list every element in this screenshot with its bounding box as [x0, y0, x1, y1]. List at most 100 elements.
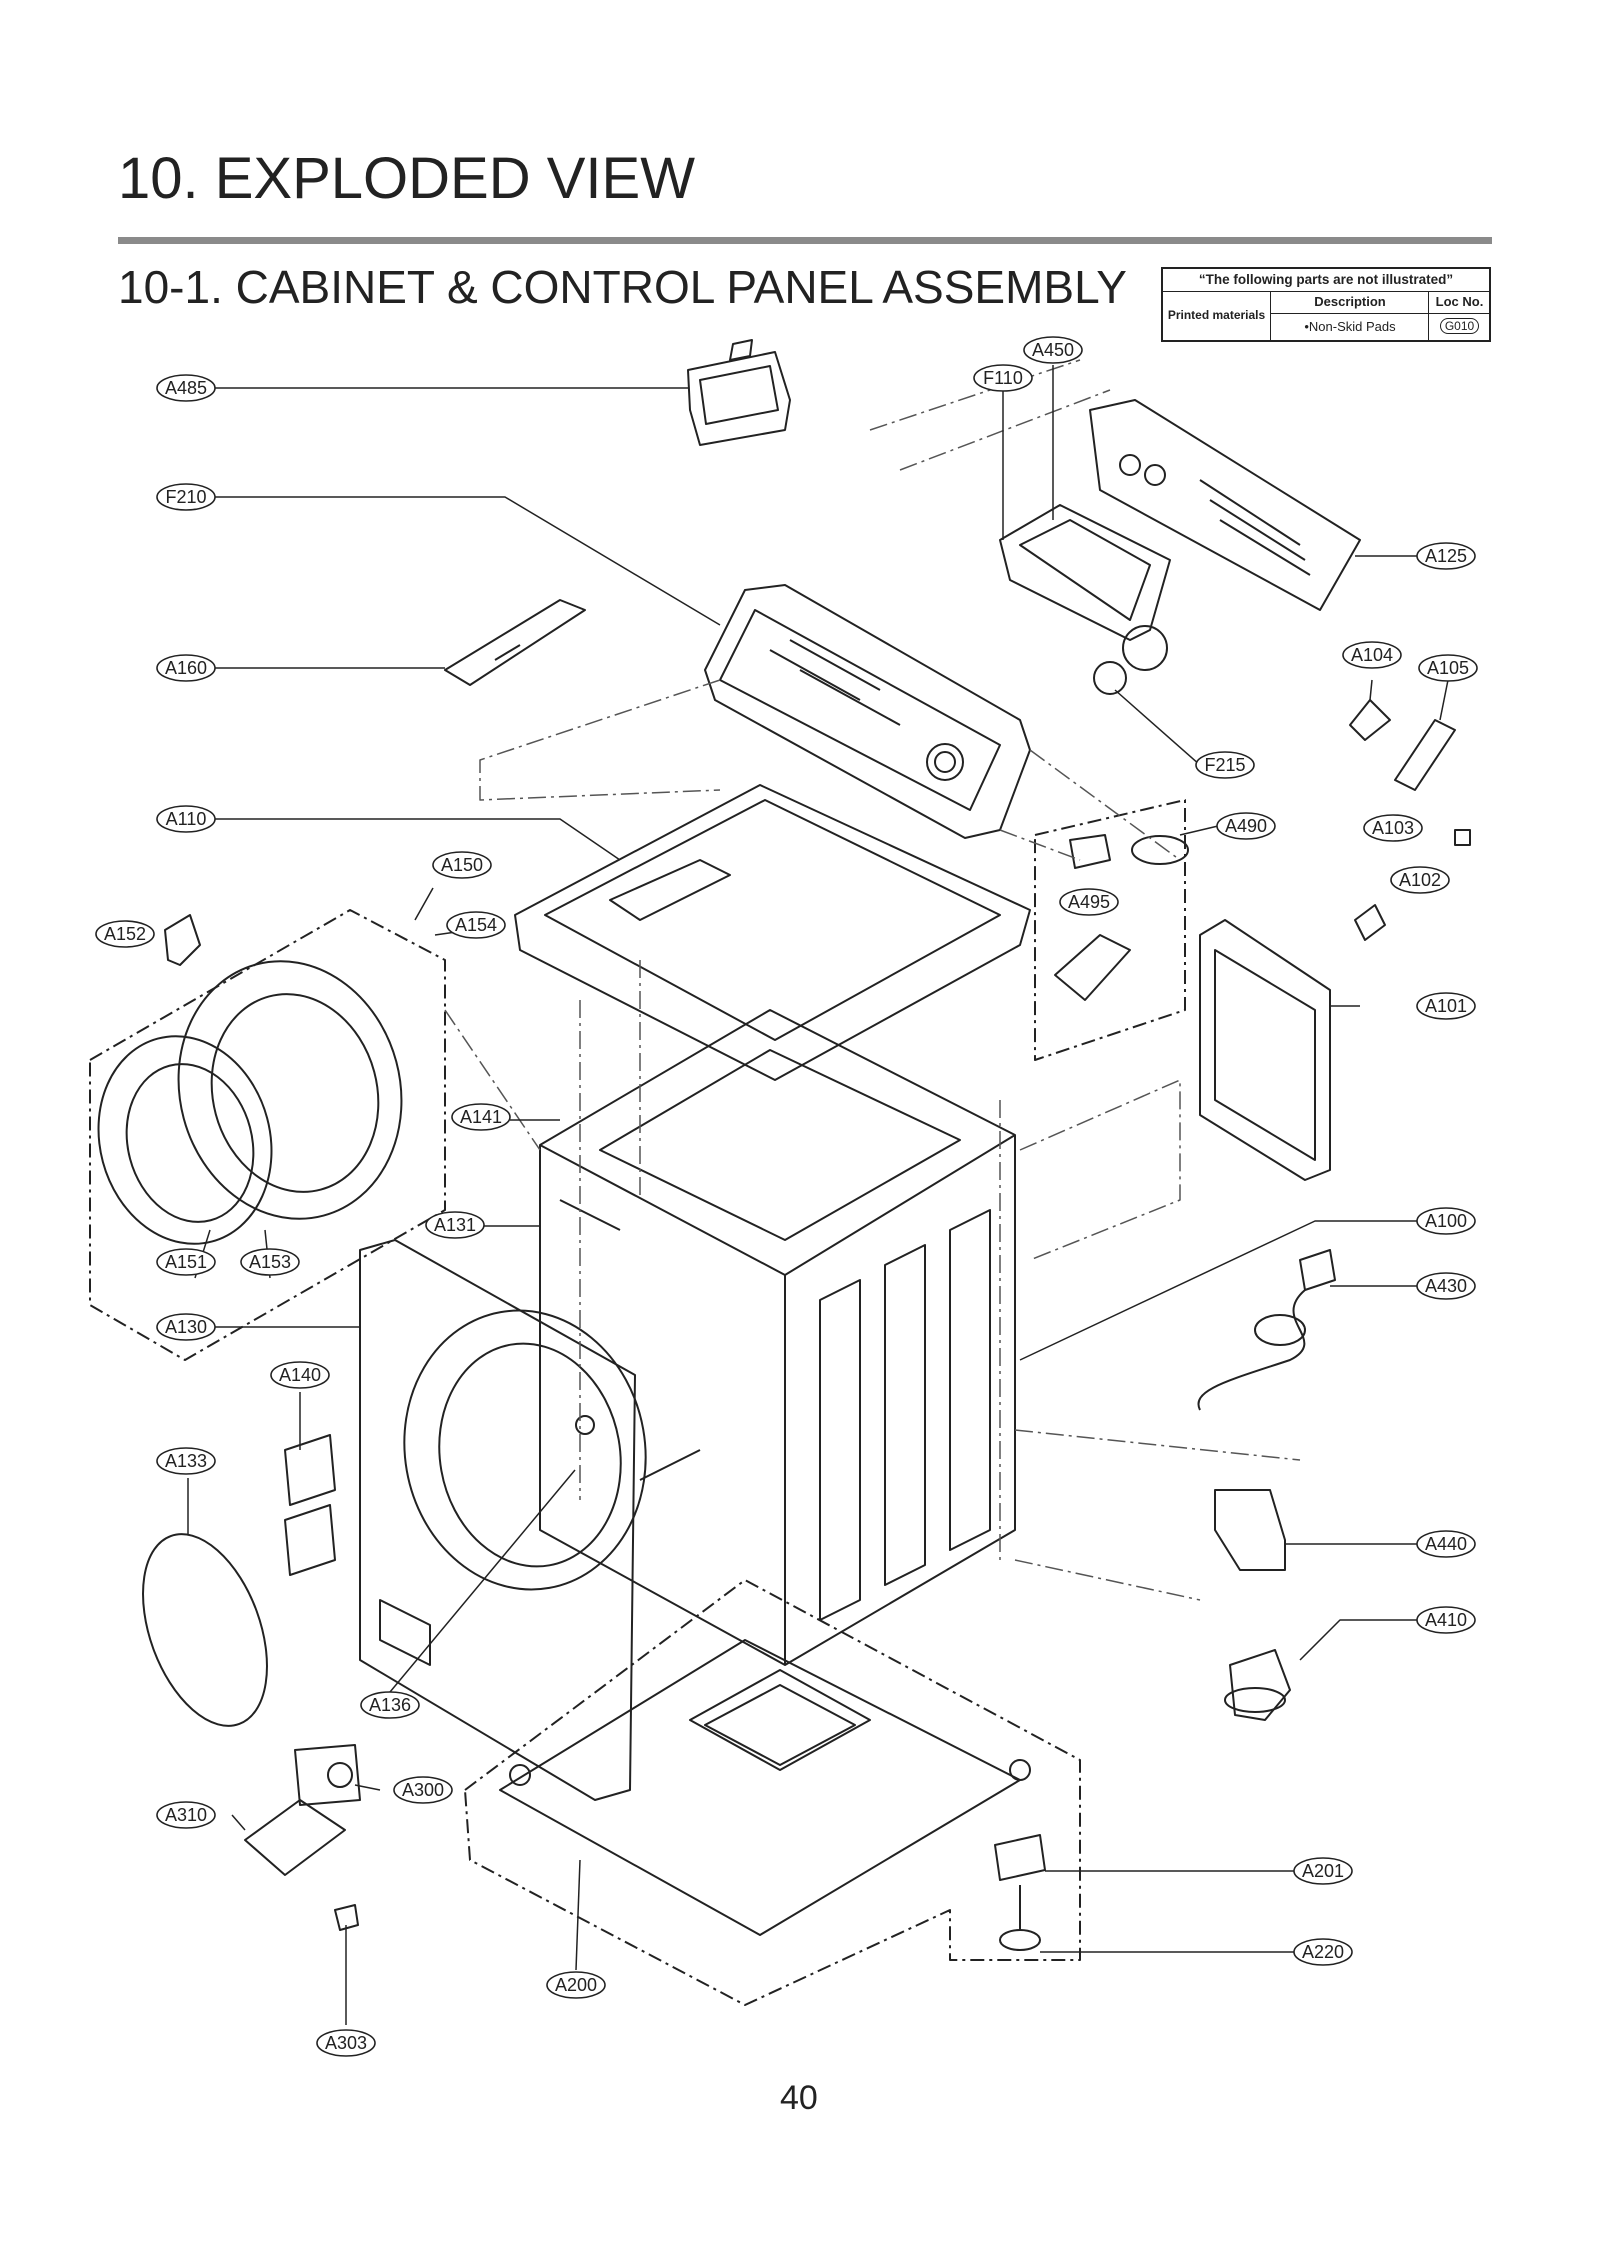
- callout-text: A110: [166, 809, 207, 829]
- callout-a152: A152: [95, 920, 155, 948]
- callout-text: A201: [1302, 1861, 1344, 1881]
- callout-text: A150: [441, 855, 483, 875]
- callout-text: F110: [983, 368, 1023, 388]
- callout-text: A100: [1425, 1211, 1467, 1231]
- callout-a485: A485: [156, 374, 216, 402]
- callout-text: F210: [165, 487, 206, 507]
- part-door-assembly: [89, 909, 446, 1361]
- callout-a220: A220: [1293, 1938, 1353, 1966]
- part-a140-hinge: [284, 1434, 336, 1576]
- callout-a102: A102: [1390, 866, 1450, 894]
- part-a490-group: [1034, 799, 1189, 1061]
- part-a133-clamp: [142, 1533, 268, 1727]
- table-heading: “The following parts are not illustrated…: [1163, 269, 1489, 292]
- part-a220-foot: [994, 1834, 1046, 1951]
- callout-text: A154: [455, 915, 497, 935]
- description-cell: •Non-Skid Pads: [1270, 313, 1429, 340]
- part-pcb-assembly: [999, 504, 1171, 695]
- part-a152-hinge: [164, 914, 201, 966]
- callout-a101: A101: [1416, 992, 1476, 1020]
- part-base-frame: [464, 1579, 1081, 2006]
- callout-text: A133: [165, 1451, 207, 1471]
- callout-a136: A136: [360, 1691, 420, 1719]
- loc-header: Loc No.: [1428, 291, 1490, 314]
- part-a125-rear-cover: [1089, 399, 1361, 611]
- callout-text: A105: [1427, 658, 1469, 678]
- guide-lines: [444, 359, 1301, 1601]
- part-a430-power-cord: [1197, 1249, 1336, 1411]
- callout-a201: A201: [1293, 1857, 1353, 1885]
- callout-a130: A130: [156, 1313, 216, 1341]
- leader-lines: [187, 365, 1449, 2025]
- callout-a153: A153: [240, 1248, 300, 1276]
- callout-text: A103: [1372, 818, 1414, 838]
- callout-text: A104: [1351, 645, 1393, 665]
- not-illustrated-table: “The following parts are not illustrated…: [1161, 267, 1491, 342]
- callout-a104: A104: [1342, 641, 1402, 669]
- callout-a495: A495: [1059, 888, 1119, 916]
- callout-text: A220: [1302, 1942, 1344, 1962]
- callout-text: A303: [325, 2033, 367, 2053]
- callout-text: A495: [1068, 892, 1110, 912]
- loc-cell: G010: [1428, 313, 1490, 340]
- callout-a125: A125: [1416, 542, 1476, 570]
- callout-text: F215: [1204, 755, 1245, 775]
- part-a101-rear-panel: [1199, 919, 1331, 1181]
- callout-text: A430: [1425, 1276, 1467, 1296]
- callout-text: A151: [165, 1252, 207, 1272]
- part-a303-screw: [334, 1904, 359, 1931]
- callout-text: A130: [165, 1317, 207, 1337]
- callout-a110: A110: [156, 805, 216, 833]
- callout-a140: A140: [270, 1361, 330, 1389]
- callout-text: A410: [1425, 1610, 1467, 1630]
- callout-text: A200: [555, 1975, 597, 1995]
- callout-a200: A200: [546, 1971, 606, 1999]
- callout-a150: A150: [432, 851, 492, 879]
- callout-f210: F210: [156, 483, 216, 511]
- callout-a300: A300: [393, 1776, 453, 1804]
- callout-a133: A133: [156, 1447, 216, 1475]
- callout-a141: A141: [451, 1103, 511, 1131]
- row-label: Printed materials: [1167, 308, 1266, 322]
- callout-text: A101: [1425, 996, 1467, 1016]
- callout-text: A490: [1225, 816, 1267, 836]
- callout-text: A153: [249, 1252, 291, 1272]
- part-a485: [687, 339, 791, 446]
- section-title: 10-1. CABINET & CONTROL PANEL ASSEMBLY: [118, 261, 1127, 313]
- callout-a160: A160: [156, 654, 216, 682]
- callout-text: A160: [165, 658, 207, 678]
- callout-a151: A151: [156, 1248, 216, 1276]
- callout-a310: A310: [156, 1801, 216, 1829]
- callout-a410: A410: [1416, 1606, 1476, 1634]
- callout-f110: F110: [973, 364, 1033, 392]
- callout-text: A141: [460, 1107, 502, 1127]
- callout-text: A136: [369, 1695, 411, 1715]
- loc-value: G010: [1439, 318, 1480, 334]
- callout-text: A300: [402, 1780, 444, 1800]
- callout-text: A131: [434, 1215, 476, 1235]
- callout-f215: F215: [1195, 751, 1255, 779]
- title-divider: [118, 237, 1492, 244]
- callout-a303: A303: [316, 2029, 376, 2057]
- callout-text: A440: [1425, 1534, 1467, 1554]
- callout-text: A102: [1399, 870, 1441, 890]
- callout-a154: A154: [446, 911, 506, 939]
- part-a104-a105-valves: [1349, 699, 1471, 941]
- part-a160-cap: [444, 599, 586, 686]
- callout-text: A485: [165, 378, 207, 398]
- callout-text: A450: [1032, 340, 1074, 360]
- page-number: 40: [780, 2079, 818, 2117]
- part-a440-a410-components: [1214, 1489, 1291, 1721]
- part-a310-drain-cover: [244, 1744, 361, 1876]
- callout-a105: A105: [1418, 654, 1478, 682]
- callout-a100: A100: [1416, 1207, 1476, 1235]
- callout-text: A152: [104, 924, 146, 944]
- callout-a450: A450: [1023, 336, 1083, 364]
- callout-a440: A440: [1416, 1530, 1476, 1558]
- part-f210-control-panel: [704, 584, 1031, 839]
- description-header: Description: [1270, 291, 1429, 314]
- callout-text: A140: [279, 1365, 321, 1385]
- callout-a131: A131: [425, 1211, 485, 1239]
- callout-text: A125: [1425, 546, 1467, 566]
